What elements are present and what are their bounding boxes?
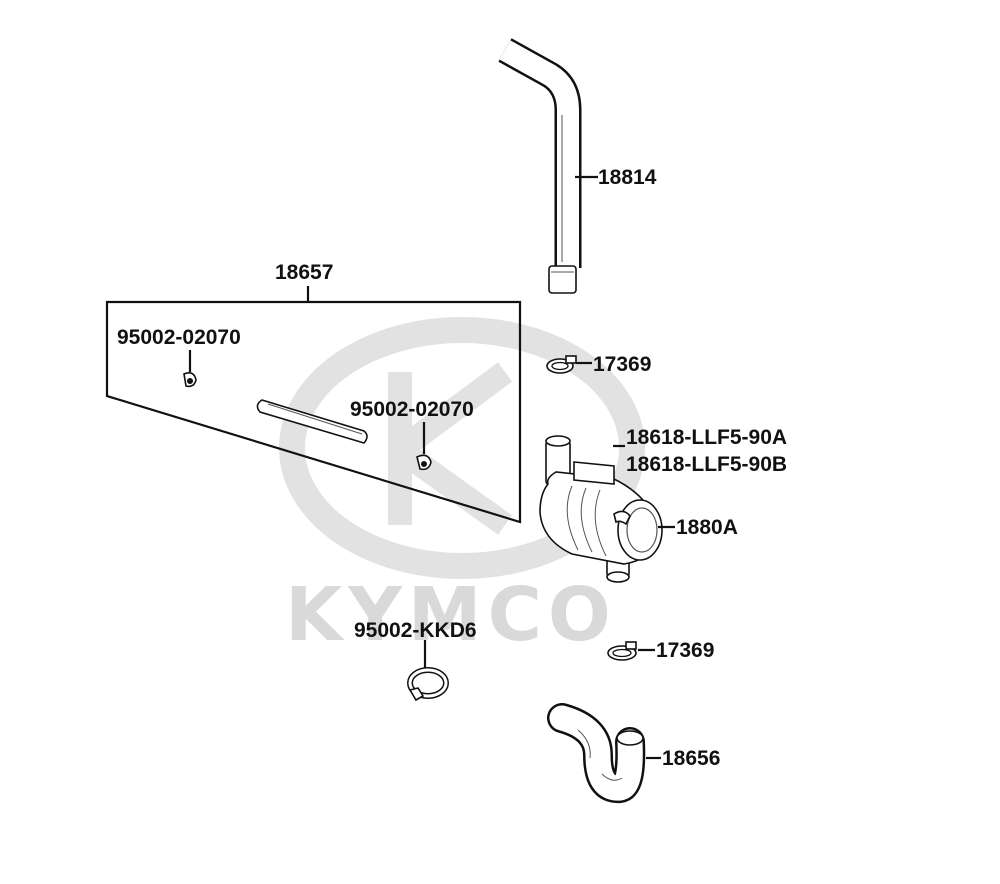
label-18814: 18814 (598, 166, 657, 189)
rod-part (256, 399, 368, 444)
watermark-text: KYMCO (285, 572, 617, 658)
upper-hose-part (498, 38, 582, 294)
label-valve-b: 18618-LLF5-90B (626, 453, 787, 476)
lower-hose-part (547, 703, 646, 804)
clip-left-part (183, 372, 197, 388)
label-clip-left: 95002-02070 (117, 326, 241, 349)
label-clamp-upper: 17369 (593, 353, 651, 376)
air-valve-assembly-part (539, 435, 663, 583)
label-clamp-band: 95002-KKD6 (354, 619, 477, 642)
kit-group-outline (105, 286, 522, 524)
clip-center-part (416, 454, 432, 471)
kymco-watermark: KYMCO (279, 317, 645, 658)
clamp-lower-part (607, 641, 637, 661)
label-1880a: 1880A (676, 516, 738, 539)
label-18657: 18657 (275, 261, 333, 284)
label-18656: 18656 (662, 747, 720, 770)
clamp-upper-part (546, 355, 577, 374)
label-valve-a: 18618-LLF5-90A (626, 426, 787, 449)
label-clamp-lower: 17369 (656, 639, 714, 662)
label-clip-center: 95002-02070 (350, 398, 474, 421)
clamp-band-part (407, 667, 449, 702)
